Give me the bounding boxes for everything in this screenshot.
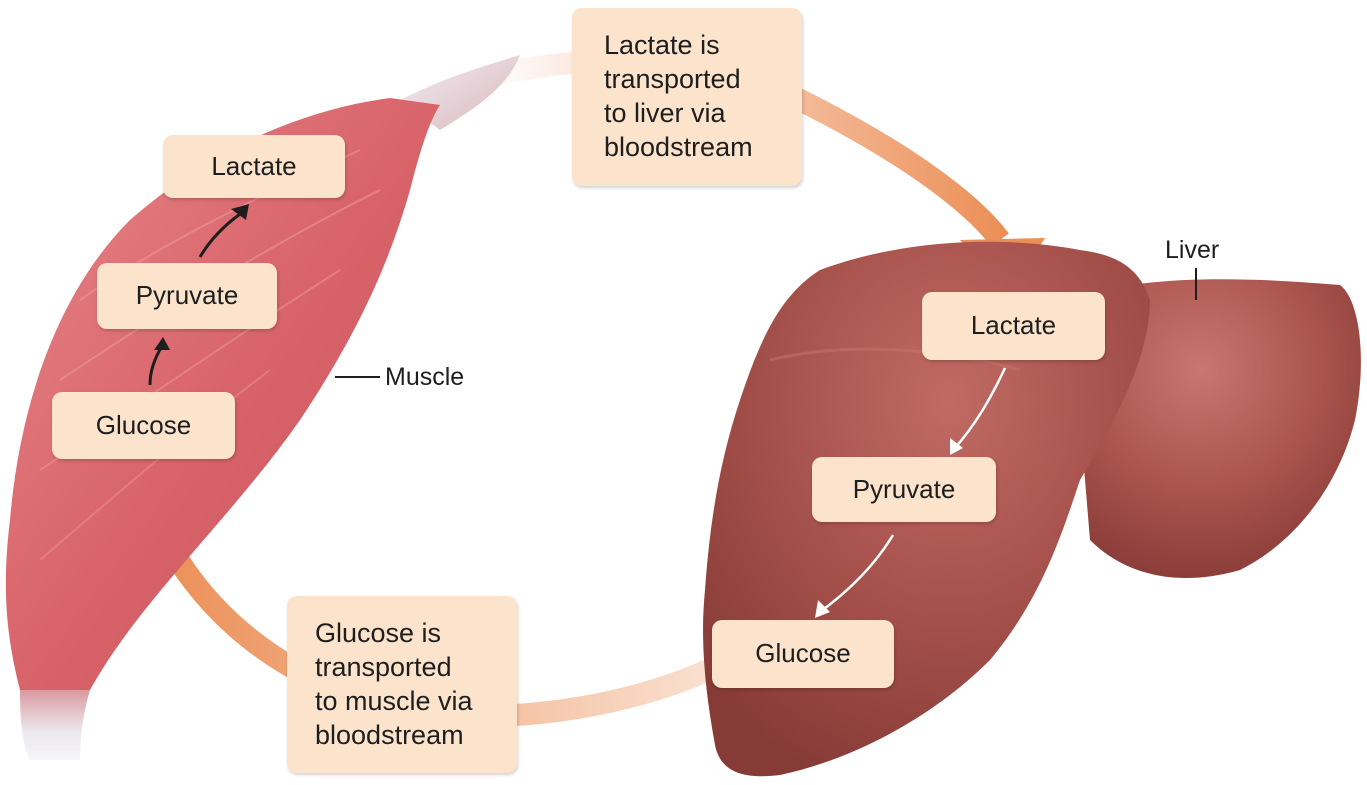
transport-to-muscle-line: Glucose is [315,616,517,650]
muscle-glucose-box: Glucose [52,392,235,459]
transport-to-liver-line: to liver via [604,96,802,130]
liver-pyruvate-box: Pyruvate [812,457,996,522]
liver-lactate-box: Lactate [922,292,1105,360]
transport-to-muscle-line: bloodstream [315,718,517,752]
muscle-pyruvate-box: Pyruvate [97,263,277,329]
muscle-lactate-box: Lactate [163,135,345,198]
transport-to-liver-box: Lactate is transported to liver via bloo… [572,8,802,186]
liver-glucose-box: Glucose [712,620,894,688]
muscle-label: Muscle [385,363,464,392]
transport-to-liver-line: bloodstream [604,130,802,164]
transport-to-muscle-line: to muscle via [315,684,517,718]
transport-to-muscle-line: transported [315,650,517,684]
transport-to-muscle-box: Glucose is transported to muscle via blo… [287,596,517,773]
liver-label: Liver [1165,236,1219,265]
transport-to-liver-line: Lactate is [604,28,802,62]
transport-to-liver-line: transported [604,62,802,96]
